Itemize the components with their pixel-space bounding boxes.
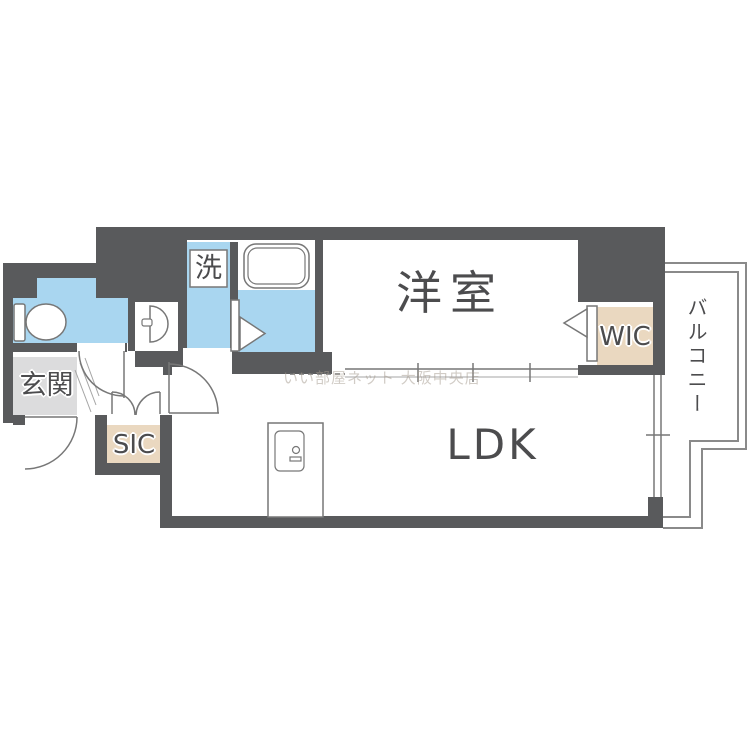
walls: [3, 227, 665, 528]
entrance-door-icon: [24, 416, 78, 470]
sic-double-door-icon: [111, 391, 161, 416]
watermark: いい部屋ネット 大阪中央店: [283, 369, 481, 387]
hall-ldk-door-icon: [168, 362, 219, 414]
sic-room: [107, 425, 160, 463]
room-label-entrance: 玄関: [19, 370, 74, 401]
sliding-partition: [290, 363, 578, 382]
balcony-outline: [663, 262, 747, 529]
bathtub-icon: [243, 243, 310, 289]
room-label-wic: WIC: [599, 322, 651, 352]
wic-room: [597, 307, 653, 365]
door-openings: [77, 343, 232, 359]
toilet-icon: [13, 303, 67, 342]
entrance-area: [13, 357, 77, 415]
laundry-box: [189, 249, 228, 288]
room-label-ldk: LDK: [446, 420, 539, 469]
washbasin-icon: [141, 305, 169, 343]
room-label-laundry: 洗: [195, 253, 222, 284]
room-label-sic: SIC: [112, 430, 156, 460]
room-label-western-room: 洋室: [396, 266, 504, 320]
toilet-door-icon: [78, 350, 125, 398]
room-label-balcony: バルコニー: [684, 297, 708, 417]
wic-door-icon: [562, 305, 598, 362]
balcony-window-icon: [646, 375, 670, 497]
interior-door-icon: [267, 422, 324, 518]
bath-door-icon: [230, 299, 267, 352]
toilet-room: [37, 278, 96, 298]
